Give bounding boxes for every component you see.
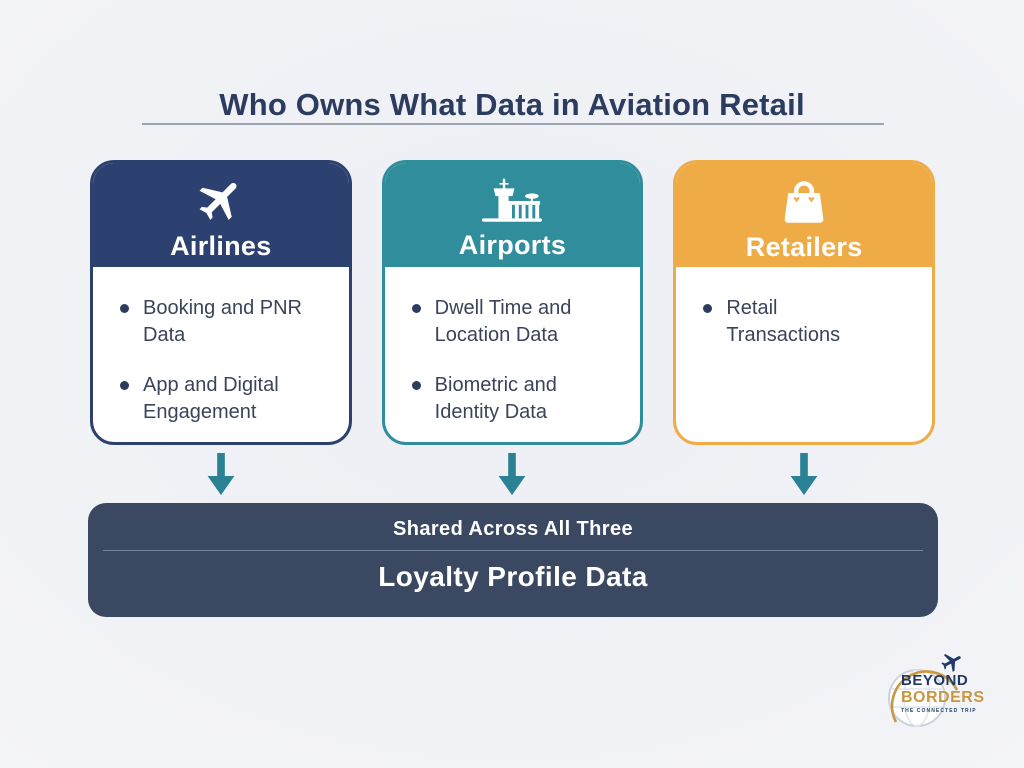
list-item: Dwell Time and Location Data — [409, 295, 597, 349]
card-retailers-header: Retailers — [676, 163, 932, 267]
down-arrow-icon — [90, 453, 352, 497]
shared-panel: Shared Across All Three Loyalty Profile … — [88, 503, 938, 617]
shopping-bag-icon — [776, 173, 832, 227]
card-airlines-header: Airlines — [93, 163, 349, 267]
card-retailers-body: Retail Transactions — [676, 267, 932, 372]
list-item: Retail Transactions — [700, 295, 888, 349]
card-airlines-body: Booking and PNR Data App and Digital Eng… — [93, 267, 349, 442]
logo-tagline: THE CONNECTED TRIP — [901, 708, 977, 714]
title-underline — [142, 123, 884, 125]
page-title: Who Owns What Data in Aviation Retail — [219, 86, 805, 122]
card-airports-title: Airports — [458, 230, 567, 260]
card-airports-body: Dwell Time and Location Data Biometric a… — [385, 267, 641, 442]
logo-text: BEYOND BORDERS THE CONNECTED TRIP — [901, 672, 985, 714]
list-item: App and Digital Engagement — [117, 372, 305, 426]
list-item: Booking and PNR Data — [117, 295, 305, 349]
down-arrow-icon — [382, 453, 644, 497]
card-retailers-title: Retailers — [745, 232, 863, 262]
beyond-borders-logo: BEYOND BORDERS THE CONNECTED TRIP — [880, 648, 984, 740]
list-item: Biometric and Identity Data — [409, 372, 597, 426]
logo-line2: BORDERS — [901, 689, 985, 706]
airport-tower-icon — [481, 175, 543, 225]
logo-line1: BEYOND — [901, 672, 969, 689]
card-airports: Airports Dwell Time and Location Data Bi… — [381, 160, 644, 445]
arrows-row — [90, 453, 935, 497]
shared-panel-value: Loyalty Profile Data — [378, 561, 648, 592]
card-airlines-title: Airlines — [170, 231, 272, 261]
down-arrow-icon — [673, 453, 935, 497]
shared-panel-divider — [103, 550, 923, 551]
airplane-icon — [195, 174, 247, 226]
shared-panel-heading: Shared Across All Three — [392, 518, 634, 540]
cards-row: Airlines Booking and PNR Data App and Di… — [90, 160, 935, 445]
card-airports-header: Airports — [384, 163, 641, 267]
card-retailers: Retailers Retail Transactions — [673, 160, 935, 445]
globe-plane-icon — [888, 654, 961, 727]
card-airlines: Airlines Booking and PNR Data App and Di… — [90, 160, 352, 445]
